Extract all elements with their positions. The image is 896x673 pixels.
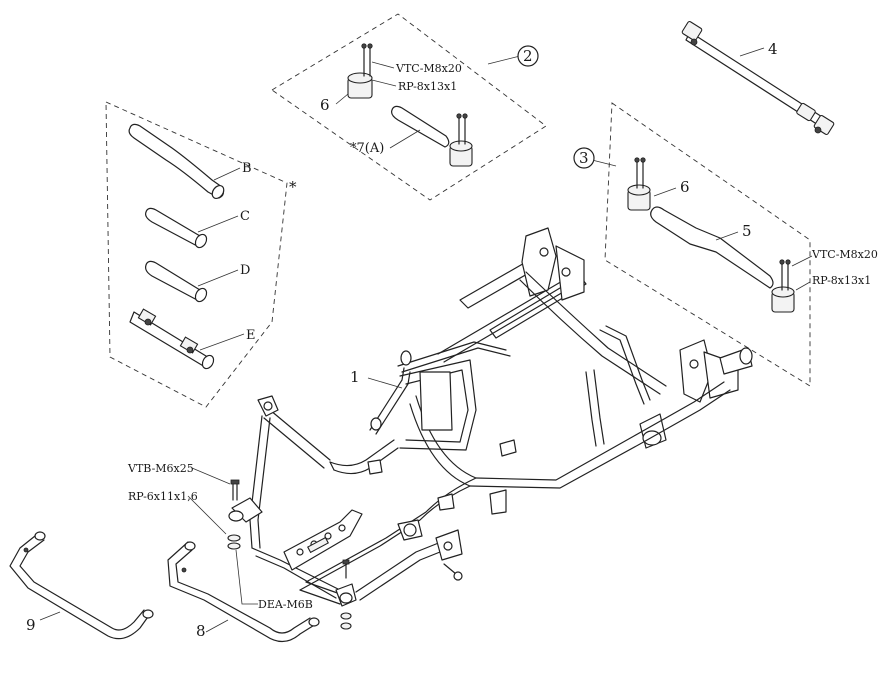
label-part-4: 4: [768, 40, 778, 58]
group-3-tube-5: [650, 206, 774, 289]
group-2-bushing: [347, 43, 373, 99]
callout-circle-3: [573, 147, 595, 169]
label-rp-8x13x1-a: RP-8x13x1: [398, 80, 457, 93]
label-group-3: 3: [579, 149, 589, 167]
group-box-3: [604, 102, 811, 387]
label-vtc-m8x20-b: VTC-M8x20: [811, 248, 878, 261]
label-dea-m6b: DEA-M6B: [258, 598, 313, 611]
group-box-2: [271, 13, 547, 201]
label-rp-6x11x1-6: RP-6x11x1,6: [128, 490, 198, 503]
label-asterisk: *: [289, 178, 297, 196]
bolt-vtb-m6x25: [230, 479, 240, 501]
label-part-9: 9: [26, 616, 36, 634]
option-tube-c: [145, 207, 208, 249]
bumper-part-9: [9, 531, 154, 640]
option-tube-e: [129, 308, 215, 370]
label-part-6-a: 6: [320, 96, 330, 114]
label-part-7a: *7(A): [350, 141, 384, 156]
label-rp-8x13x1-b: RP-8x13x1: [812, 274, 871, 287]
label-group-2: 2: [523, 47, 533, 65]
label-option-c: C: [240, 209, 250, 224]
option-tube-b: [128, 123, 225, 200]
group-2-tube-7a: [391, 105, 450, 148]
group-3-bushing: [627, 157, 651, 211]
kart-frame-part-1: [228, 227, 753, 607]
label-vtb-m6x25: VTB-M6x25: [127, 462, 194, 475]
group-3-bushing-end: [771, 259, 795, 313]
group-box-options: [105, 101, 288, 408]
label-option-d: D: [240, 263, 250, 278]
bumper-part-8: [167, 541, 320, 643]
label-part-8: 8: [196, 622, 206, 640]
label-option-b: B: [242, 161, 252, 176]
axle-part-4: [681, 21, 835, 135]
label-part-5: 5: [742, 222, 752, 240]
label-option-e: E: [246, 328, 256, 343]
callout-circle-2: [517, 45, 539, 67]
option-tube-d: [145, 260, 208, 303]
label-vtc-m8x20-a: VTC-M8x20: [395, 62, 462, 75]
washer-rp-6x11x1-6: [227, 534, 241, 550]
group-2-bushing-end: [449, 113, 473, 167]
label-part-1: 1: [350, 368, 360, 386]
label-part-6-b: 6: [680, 178, 690, 196]
nut-dea-m6b: [340, 559, 352, 630]
